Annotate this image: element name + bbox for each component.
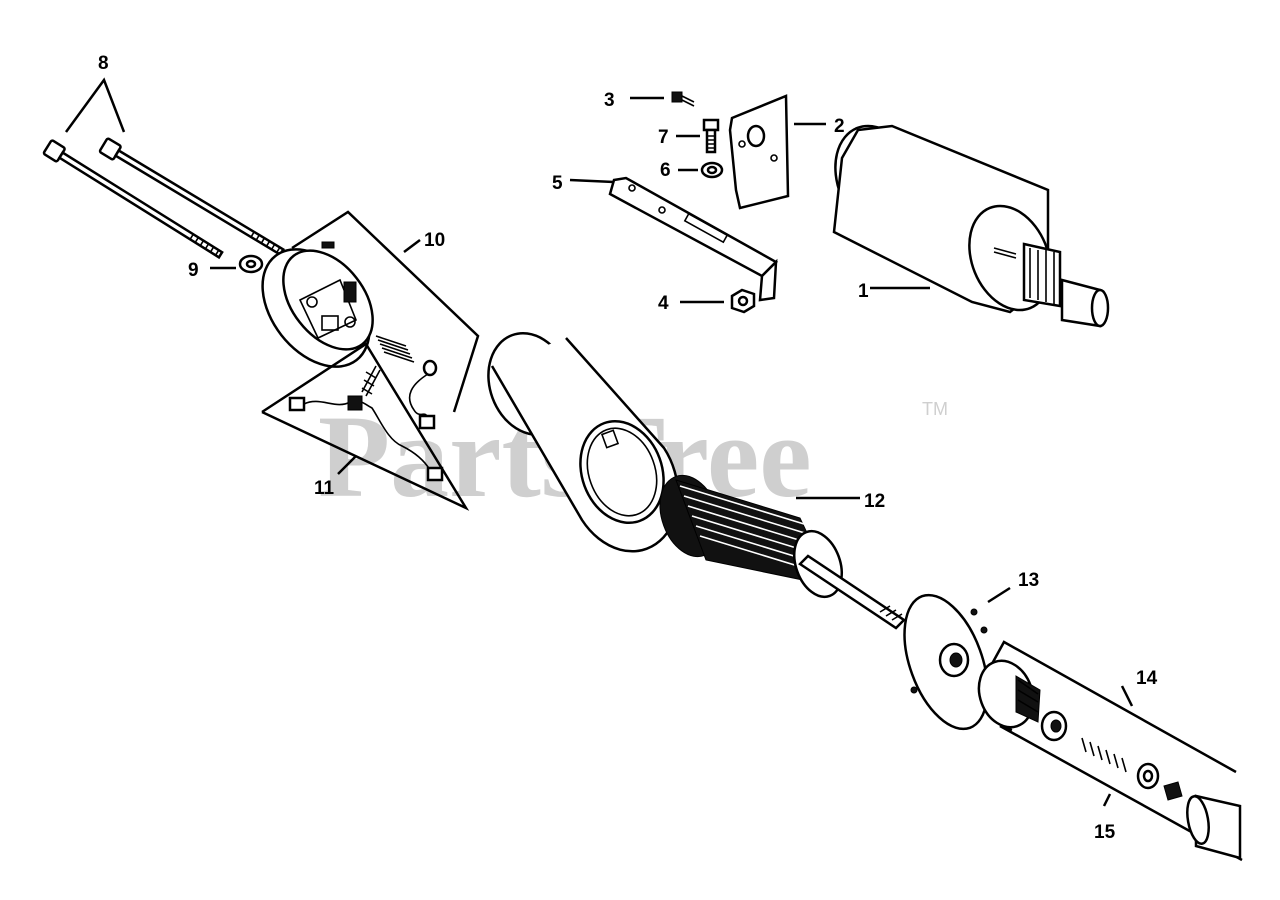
callout-13[interactable]: 13	[1018, 570, 1039, 591]
callout-4[interactable]: 4	[658, 293, 669, 314]
part-5-mounting-bracket[interactable]	[569, 176, 779, 302]
callout-3[interactable]: 3	[604, 90, 615, 111]
part-2-bracket[interactable]	[728, 94, 826, 210]
callout-6[interactable]: 6	[660, 160, 671, 181]
part-9-washer[interactable]	[210, 254, 264, 274]
callout-2[interactable]: 2	[834, 116, 845, 137]
part-14-15-drive-assembly[interactable]	[970, 640, 1243, 862]
part-13-drive-end-plate[interactable]	[888, 584, 1011, 740]
frame-housing[interactable]	[475, 321, 680, 553]
callout-8[interactable]: 8	[98, 53, 109, 74]
part-10-end-cap[interactable]	[241, 210, 480, 413]
part-8-through-bolts[interactable]	[42, 77, 286, 262]
callout-10[interactable]: 10	[424, 230, 445, 251]
callout-14[interactable]: 14	[1136, 668, 1158, 689]
part-1-starter-motor[interactable]	[820, 113, 1110, 328]
callout-5[interactable]: 5	[552, 173, 563, 194]
callout-labels: 1 2 3 4 5 6 7 8 9 10 11 12 13 14 15	[98, 53, 1158, 843]
part-12-armature[interactable]	[649, 467, 906, 630]
part-7-bolt[interactable]	[676, 118, 720, 154]
callout-7[interactable]: 7	[658, 127, 669, 148]
callout-9[interactable]: 9	[188, 260, 199, 281]
part-11-brush-assembly[interactable]	[261, 342, 470, 511]
part-6-washer[interactable]	[678, 161, 724, 179]
callout-1[interactable]: 1	[858, 281, 869, 302]
callout-11[interactable]: 11	[314, 478, 335, 499]
part-4-nut[interactable]	[680, 288, 756, 314]
watermark-trademark: TM	[922, 399, 948, 419]
part-3-screw[interactable]	[630, 91, 695, 107]
callout-15[interactable]: 15	[1094, 822, 1116, 843]
callout-12[interactable]: 12	[864, 491, 885, 512]
